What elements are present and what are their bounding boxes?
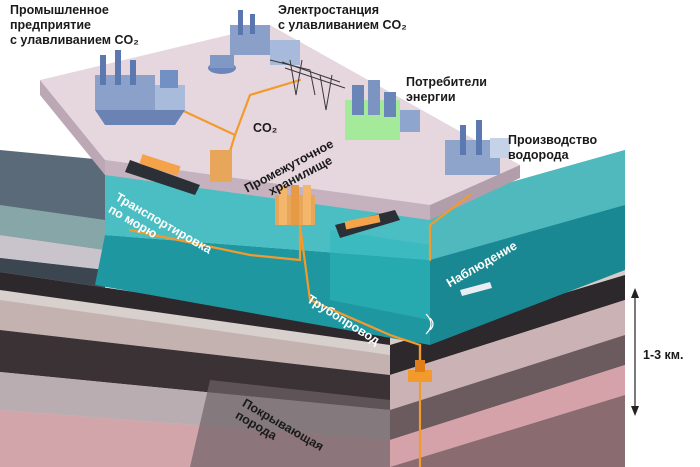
sonar-waves — [425, 313, 434, 335]
depth-arrow — [631, 288, 639, 416]
drill-platform — [408, 360, 432, 382]
label-co2: CO₂ — [253, 121, 278, 135]
label-power-plant: Электростанция с улавливанием CO₂ — [278, 3, 407, 33]
label-power-plant-line1: Электростанция — [278, 3, 380, 17]
label-depth: 1-3 км. — [643, 348, 684, 362]
power-plant — [208, 10, 316, 96]
energy-consumers — [345, 80, 420, 140]
power-pylons — [281, 59, 346, 111]
label-industrial-line3: с улавливанием CO₂ — [10, 33, 139, 47]
label-hydrogen-line2: водорода — [508, 148, 569, 162]
label-industrial-line1: Промышленное — [10, 3, 109, 17]
label-hydrogen: Производство водорода — [508, 133, 597, 163]
label-hydrogen-line1: Производство — [508, 133, 598, 147]
label-industrial: Промышленное предприятие с улавливанием … — [10, 3, 139, 48]
label-consumers-line2: энергии — [406, 90, 456, 104]
ships — [125, 154, 492, 296]
label-consumers: Потребители энергии — [406, 75, 487, 105]
industrial-plant — [95, 50, 185, 125]
label-consumers-line1: Потребители — [406, 75, 487, 89]
intermediate-storage — [210, 150, 315, 225]
label-power-plant-line2: с улавливанием CO₂ — [278, 18, 407, 32]
label-industrial-line2: предприятие — [10, 18, 91, 32]
rock-strata-right — [390, 265, 625, 467]
hydrogen-plant — [445, 120, 510, 175]
rock-strata-front — [0, 272, 390, 467]
